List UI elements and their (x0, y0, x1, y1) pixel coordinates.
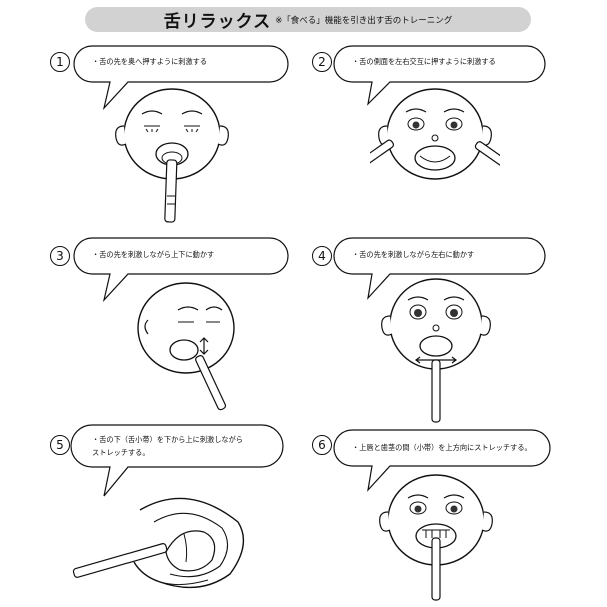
step-number-1: 1 (50, 52, 70, 72)
face-illustration-1 (115, 88, 229, 223)
step-text-4: ・舌の先を刺激しながら左右に動かす (352, 250, 475, 259)
step-text-6: ・上唇と歯茎の間（小帯）を上方向にストレッチする。 (352, 443, 532, 452)
face-illustration-2 (370, 88, 500, 180)
step-number-2: 2 (312, 52, 332, 72)
page-title: 舌リラックス (163, 12, 272, 32)
title-banner: 舌リラックス ※「食べる」機能を引き出す舌のトレーニング (85, 7, 531, 32)
face-illustration-3 (137, 282, 235, 411)
step-number-3: 3 (50, 246, 70, 266)
page-subtitle: ※「食べる」機能を引き出す舌のトレーニング (275, 15, 453, 26)
step-text-3: ・舌の先を刺激しながら上下に動かす (92, 250, 215, 259)
mouth-illustration-5 (72, 497, 245, 589)
step-number-4: 4 (312, 246, 332, 266)
face-illustration-4 (381, 278, 491, 423)
face-illustration-6 (379, 474, 493, 601)
step-text-1: ・舌の先を奥へ押すように刺激する (92, 57, 208, 66)
step-text-2: ・舌の側面を左右交互に押すように刺激する (352, 57, 496, 66)
step-text-5: ・舌の下（舌小帯）を下から上に刺激しながら ストレッチする。 (92, 435, 243, 457)
step-number-5: 5 (50, 435, 70, 455)
step-number-6: 6 (312, 435, 332, 455)
